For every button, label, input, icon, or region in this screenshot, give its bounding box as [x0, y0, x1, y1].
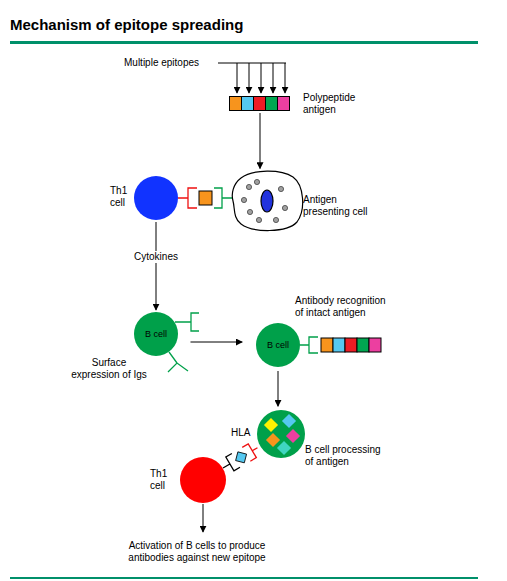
bottom-rule — [10, 577, 478, 579]
antigen-segment — [266, 97, 278, 111]
tcr-bracket — [178, 188, 197, 208]
input-label: Multiple epitopes — [124, 57, 224, 69]
antigen-fragment — [277, 441, 291, 455]
cell-body — [257, 410, 305, 458]
node-label: Th1 cell — [150, 468, 172, 492]
antigen-segment — [345, 338, 357, 352]
node-label: B cell — [256, 323, 300, 367]
node-label: B cell — [134, 312, 178, 356]
granule — [241, 197, 246, 202]
node-label: Th1 cell — [110, 185, 132, 209]
node-shape — [180, 457, 226, 503]
node-shape — [134, 176, 178, 220]
granule — [254, 179, 259, 184]
granule — [246, 184, 251, 189]
antigen-segment — [333, 338, 345, 352]
epitope-arrow — [249, 63, 250, 93]
node-shape — [257, 410, 305, 458]
epitope-bar — [218, 63, 286, 64]
b-cell-processing: B cell processing of antigen — [257, 410, 305, 458]
antigen-segment — [321, 338, 333, 352]
epitope-arrow — [261, 63, 262, 93]
antigen-segment — [278, 97, 290, 111]
outcome-arrow — [203, 504, 204, 532]
node-shape — [229, 170, 305, 232]
outcome-note: Activation of B cells to produce antibod… — [122, 540, 272, 564]
surface-ig — [175, 313, 199, 331]
new-epitope — [236, 452, 247, 463]
cell-body — [180, 457, 226, 503]
granule — [282, 205, 287, 210]
antigen-fragment — [264, 418, 278, 432]
antigen-fragment — [282, 414, 296, 428]
antibody-bracket — [300, 337, 318, 353]
granule — [273, 217, 278, 222]
antigen-segment — [369, 338, 381, 352]
antigen-presenting-cell: Antigen presenting cell — [229, 170, 305, 232]
b-cell: B cell — [256, 323, 300, 367]
molecule-label: HLA — [231, 427, 261, 439]
cell-outline — [232, 171, 302, 230]
epitope-arrow — [237, 63, 238, 93]
antigen-fragment — [266, 433, 280, 447]
antigen-strip: Polypeptide antigen — [229, 96, 291, 111]
flow-arrow — [190, 342, 242, 343]
cell-body — [134, 312, 178, 356]
cell-body — [134, 176, 178, 220]
cell-nucleus — [261, 190, 273, 212]
epitope-arrow — [285, 63, 286, 93]
cell-body — [256, 323, 300, 367]
antigen-segment — [254, 97, 266, 111]
th1-apc-complex — [178, 188, 233, 208]
annotation: Surface expression of Igs — [69, 357, 149, 381]
node-label: B cell processing of antigen — [305, 444, 389, 468]
epitope-arrows — [218, 63, 286, 93]
hla-complex — [219, 441, 262, 475]
b-cell: B cell — [134, 312, 178, 356]
flow-arrow — [260, 113, 261, 169]
flow-arrow — [278, 371, 279, 406]
mhc-bracket — [214, 188, 233, 208]
epitope-arrow — [273, 63, 274, 93]
antigen-segment — [242, 97, 254, 111]
node-label: Antigen presenting cell — [303, 194, 378, 218]
granule — [256, 217, 261, 222]
epitope-fragment — [199, 191, 212, 205]
granule — [278, 186, 283, 191]
th1-cell: Th1 cell — [180, 457, 226, 503]
node-shape — [229, 96, 291, 111]
node-label: Polypeptide antigen — [303, 92, 373, 116]
hla-bracket — [242, 441, 261, 461]
flow-arrow — [156, 222, 157, 310]
intact-antigen — [321, 338, 381, 352]
annotation: Antibody recognition of intact antigen — [295, 295, 391, 319]
th1-cell: Th1 cell — [134, 176, 178, 220]
diagram-title: Mechanism of epitope spreading — [10, 16, 243, 34]
granule — [247, 209, 252, 214]
title-rule — [10, 41, 478, 44]
b-cell-receptors — [168, 313, 318, 372]
antigen-segment — [357, 338, 369, 352]
edge-label: Cytokines — [132, 251, 180, 263]
antigen-segment — [230, 97, 242, 111]
surface-ig — [168, 352, 188, 372]
antigen-fragment — [286, 429, 300, 443]
